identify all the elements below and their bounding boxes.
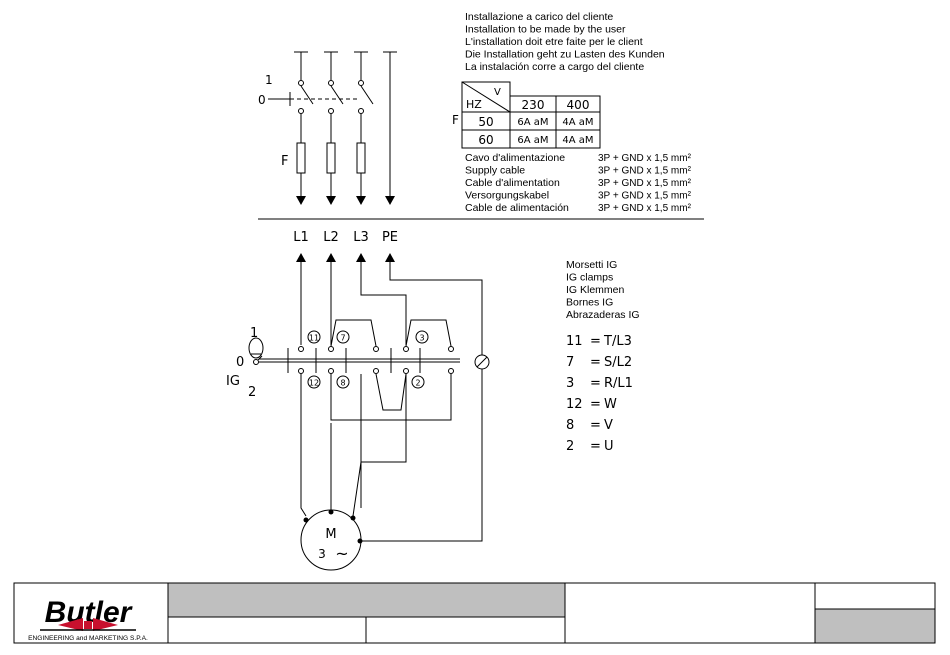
- motor: M 3 ~: [300, 509, 363, 571]
- up-arrow-icon: [326, 253, 336, 262]
- supply-cable-value: 3P + GND x 1,5 mm²: [598, 153, 692, 164]
- switch-label-on: 1: [265, 73, 273, 87]
- fuse-table-cell: 4A aM: [562, 117, 593, 128]
- ig-pos-0: 0: [236, 355, 244, 370]
- ig-switch-section: 1 0 IG 2 11: [226, 253, 490, 542]
- up-arrow-icon: [296, 253, 306, 262]
- line-label-l2: L2: [323, 230, 339, 245]
- fuse-table-row-60: 60: [478, 133, 493, 147]
- clamp-num: 3: [566, 376, 574, 391]
- clamp-val: S/L2: [604, 355, 632, 370]
- butler-logo: Butler ENGINEERING and MARKETING S.P.A.: [28, 596, 148, 642]
- clamp-val: T/L3: [603, 334, 632, 349]
- down-arrow-icon: [296, 196, 306, 205]
- line-label-l3: L3: [353, 230, 369, 245]
- supply-cable-value: 3P + GND x 1,5 mm²: [598, 178, 692, 189]
- clamp-num: 11: [566, 334, 583, 349]
- fuse-table-cell: 6A aM: [517, 117, 548, 128]
- terminal-number: 12: [309, 379, 319, 388]
- supply-cable-label: Cavo d'alimentazione: [465, 152, 565, 164]
- fuse-label: F: [281, 154, 288, 169]
- title-block: Butler ENGINEERING and MARKETING S.P.A.: [13, 582, 936, 644]
- phase-l2-branch: [324, 51, 344, 205]
- supply-cable-value: 3P + GND x 1,5 mm²: [598, 166, 692, 177]
- clamps-title-es: Abrazaderas IG: [566, 309, 640, 321]
- motor-phase: 3: [318, 547, 326, 561]
- terminal-number: 11: [309, 334, 319, 343]
- clamps-title-en: IG clamps: [566, 272, 613, 284]
- clamp-num: 2: [566, 439, 574, 454]
- bow-tie-icon: [58, 618, 118, 631]
- fuse-table-cell: 6A aM: [517, 135, 548, 146]
- fuse-table: F HZ V 230 400 50 6A aM 4A aM 60 6A aM 4…: [452, 81, 601, 149]
- company-name: ENGINEERING and MARKETING S.P.A.: [28, 635, 148, 642]
- clamp-num: 7: [566, 355, 574, 370]
- install-note-de: Die Installation geht zu Lasten des Kund…: [465, 49, 665, 61]
- terminal-number: 2: [415, 379, 420, 388]
- supply-cable-label: Cable de alimentación: [465, 202, 569, 214]
- pe-branch: [383, 51, 397, 205]
- down-arrow-icon: [385, 196, 395, 205]
- down-arrow-icon: [326, 196, 336, 205]
- fuse-table-row-50: 50: [478, 115, 493, 129]
- supply-cable-label: Versorgungskabel: [465, 190, 549, 202]
- fuse-table-hz-label: HZ: [466, 98, 482, 111]
- clamp-eq: =: [590, 439, 601, 454]
- motor-label: M: [325, 527, 336, 542]
- ig-pos-1: 1: [250, 326, 258, 341]
- main-switch-fuses: 1 0 F: [258, 51, 397, 205]
- fuse-table-cell: 4A aM: [562, 135, 593, 146]
- install-note-es: La instalación corre a cargo del cliente: [465, 61, 644, 73]
- down-arrow-icon: [356, 196, 366, 205]
- clamp-val: W: [604, 397, 617, 412]
- supply-cable-label: Cable d'alimentation: [465, 177, 560, 189]
- clamps-title-de: IG Klemmen: [566, 284, 625, 296]
- line-label-pe: PE: [382, 230, 398, 245]
- fuse-table-col-400: 400: [567, 98, 590, 112]
- clamp-eq: =: [590, 355, 601, 370]
- install-note-en: Installation to be made by the user: [465, 24, 626, 36]
- phase-l1-branch: [294, 51, 314, 205]
- clamp-num: 8: [566, 418, 574, 433]
- up-arrow-icon: [356, 253, 366, 262]
- supply-cable-list: Cavo d'alimentazione 3P + GND x 1,5 mm² …: [465, 152, 692, 214]
- ig-knob-icon: [248, 337, 264, 359]
- ig-pos-2: 2: [248, 385, 256, 400]
- clamp-eq: =: [590, 334, 601, 349]
- phase-l3-branch: [354, 51, 374, 205]
- title-block-gray-cell: [815, 609, 935, 643]
- supply-cable-value: 3P + GND x 1,5 mm²: [598, 191, 692, 202]
- title-block-gray-cell: [168, 583, 565, 617]
- up-arrow-icon: [385, 253, 395, 262]
- install-notes: Installazione a carico del cliente Insta…: [465, 11, 665, 73]
- clamp-val: U: [604, 439, 614, 454]
- motor-ac-symbol: ~: [335, 544, 348, 563]
- switch-label-off: 0: [258, 93, 266, 107]
- terminal-number: 8: [340, 379, 345, 388]
- line-label-l1: L1: [293, 230, 309, 245]
- clamps-legend: Morsetti IG IG clamps IG Klemmen Bornes …: [566, 259, 640, 454]
- terminal-number: 7: [340, 334, 345, 343]
- clamp-num: 12: [566, 397, 583, 412]
- install-note-fr: L'installation doit etre faite per le cl…: [465, 36, 643, 48]
- supply-cable-label: Supply cable: [465, 165, 525, 177]
- clamps-title-it: Morsetti IG: [566, 259, 617, 271]
- clamp-val: R/L1: [604, 376, 633, 391]
- clamp-eq: =: [590, 418, 601, 433]
- clamps-title-fr: Bornes IG: [566, 297, 613, 309]
- terminal-number: 3: [419, 334, 424, 343]
- fuse-table-v-label: V: [494, 87, 501, 98]
- fuse-table-col-230: 230: [522, 98, 545, 112]
- ig-name: IG: [226, 374, 240, 389]
- clamp-val: V: [604, 418, 613, 433]
- supply-cable-value: 3P + GND x 1,5 mm²: [598, 203, 692, 214]
- fuse-table-side-label: F: [452, 113, 459, 127]
- clamp-eq: =: [590, 376, 601, 391]
- install-note-it: Installazione a carico del cliente: [465, 11, 613, 23]
- line-labels: L1 L2 L3 PE: [293, 230, 398, 245]
- clamp-eq: =: [590, 397, 601, 412]
